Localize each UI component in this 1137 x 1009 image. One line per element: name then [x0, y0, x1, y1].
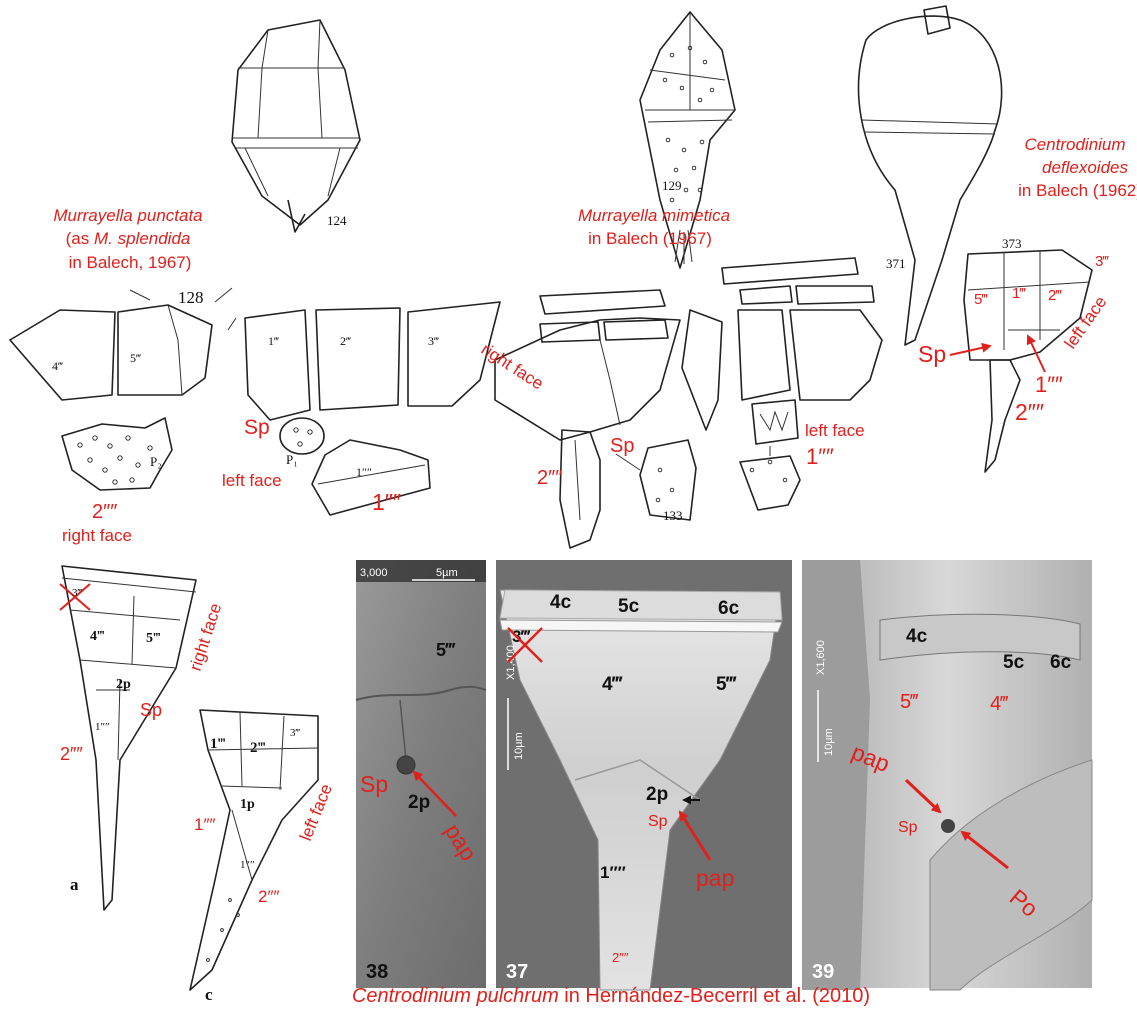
caption-centro-genus: Centrodinium [1024, 135, 1125, 154]
label-left-face-e: left face [296, 781, 336, 843]
sem-38-2p: 2p [408, 792, 430, 813]
sem-panel-37 [496, 560, 792, 990]
fig-371-label: 371 [886, 256, 906, 271]
label-sp-d: Sp [140, 700, 162, 720]
plate-3-label: 3‴ [428, 334, 439, 348]
plate-5-label: 5‴ [130, 351, 141, 365]
fig-133-label: 133 [663, 508, 683, 523]
sem-37-2p: 2p [646, 784, 668, 805]
sketch-c-2: 2‴ [250, 740, 266, 756]
label-left-face-a: left face [222, 471, 282, 490]
sketch-fig-a: a [70, 875, 79, 894]
sem-37-sp: Sp [648, 813, 668, 830]
caption-punctata-as-name: M. splendida [94, 229, 190, 248]
sketch-c-1p: 1p [240, 797, 255, 812]
plate-2-label: 2‴ [340, 334, 351, 348]
label-2pp-e: 2″″ [258, 887, 280, 906]
sem-panel-39 [802, 560, 1092, 990]
caption-punctata-ref: in Balech, 1967) [69, 253, 192, 272]
sem-39-4c: 4c [906, 626, 928, 647]
label-1-c: 1‴ [1012, 285, 1026, 302]
plate-p1-tag: P₁ [286, 452, 298, 467]
label-left-face-c: left face [1061, 293, 1111, 353]
sem-37-2pp: 2″″ [612, 950, 629, 965]
drawing-a-plates [60, 566, 196, 910]
sem-37-4: 4‴ [602, 674, 623, 695]
sem-39-5: 5‴ [900, 691, 919, 713]
label-right-face-d: right face [186, 601, 226, 673]
sem-39-mag: X1,600 [815, 640, 827, 675]
drawing-mimetica-plates [495, 258, 882, 548]
sem-39-number: 39 [812, 961, 834, 983]
caption-punctata-as: (as [66, 229, 90, 248]
caption-punctata-as-line: (as M. splendida [66, 229, 191, 248]
sem-37-scale: 10µm [513, 732, 525, 760]
sketch-a-4: 4‴ [90, 629, 105, 644]
sketch-a-2p: 2p [116, 677, 131, 692]
sketch-c-1: 1‴ [210, 736, 226, 752]
plate-4-label: 4‴ [52, 359, 63, 373]
label-2pp-b: 2″″ [537, 467, 562, 489]
plate-p2-tag: P₂ [150, 454, 162, 469]
drawing-373-plates [964, 250, 1092, 472]
label-sp-b: Sp [610, 435, 634, 457]
label-sp-a: Sp [244, 416, 270, 439]
sem-37-5c: 5c [618, 596, 640, 617]
sem-39-5c: 5c [1003, 652, 1025, 673]
sem-37-mag: X1,400 [505, 645, 517, 680]
sem-38-5: 5‴ [436, 640, 456, 660]
sketch-fig-c: c [205, 985, 213, 1004]
label-1pp-c: 1″″ [1035, 372, 1063, 397]
label-2pp-c: 2″″ [1015, 399, 1044, 425]
sem-39-sp: Sp [898, 819, 918, 836]
label-left-face-b: left face [805, 421, 865, 440]
fig-129-label: 129 [662, 178, 682, 193]
sketch-a-5: 5‴ [146, 631, 161, 646]
sem-38-scale: 5µm [436, 567, 458, 579]
label-2pp-a: 2″″ [92, 501, 117, 523]
drawing-124-cell [232, 20, 360, 232]
label-sp-c: Sp [918, 341, 946, 367]
sem-37-4c: 4c [550, 592, 572, 613]
sem-37-5: 5‴ [716, 674, 737, 695]
sem-38-number: 38 [366, 961, 388, 983]
caption-bottom-species: Centrodinium pulchrum [352, 985, 559, 1007]
fig-124-label: 124 [327, 213, 347, 228]
sketch-c-1pp: 1″″ [240, 859, 255, 871]
sem-39-4: 4‴ [990, 693, 1009, 715]
caption-bottom: Centrodinium pulchrum in Hernández-Becer… [352, 985, 870, 1007]
caption-centro-species: deflexoides [1042, 158, 1129, 177]
sem-38-sp: Sp [360, 771, 388, 797]
fig-128-label: 128 [178, 288, 204, 307]
caption-mimetica-ref: in Balech (1967) [588, 229, 712, 248]
label-1pp-a: 1″″ [372, 489, 401, 515]
sem-37-number: 37 [506, 961, 528, 983]
caption-punctata-species: Murrayella punctata [53, 206, 202, 225]
sem-39-6c: 6c [1050, 652, 1072, 673]
label-3-c: 3‴ [1095, 253, 1109, 270]
label-1pp-b: 1″″ [806, 444, 834, 469]
sem-37-pap: pap [696, 865, 734, 891]
label-right-face-b: right face [478, 339, 547, 393]
sketch-a-1pp: 1″″ [95, 721, 110, 733]
sem-37-6c: 6c [718, 598, 740, 619]
sem-39-scale: 10µm [823, 728, 835, 756]
sketch-c-3: 3‴ [290, 727, 301, 739]
sketch-a-3: 3‴ [72, 587, 83, 599]
fig-373-label: 373 [1002, 236, 1022, 251]
label-2pp-d: 2″″ [60, 744, 83, 764]
plate-1-label: 1‴ [268, 334, 279, 348]
caption-mimetica-species: Murrayella mimetica [578, 206, 730, 225]
caption-bottom-ref: in Hernández-Becerril et al. (2010) [559, 985, 870, 1007]
label-5-c: 5‴ [974, 291, 988, 308]
sem-38-mag: 3,000 [360, 567, 388, 579]
caption-centro-ref: in Balech (1962) [1018, 181, 1137, 200]
label-right-face-a: right face [62, 526, 132, 545]
label-1pp-e: 1″″ [194, 815, 216, 834]
plate-1pp-label: 1″″ [356, 465, 372, 479]
sem-37-1pp: 1″″ [600, 863, 626, 882]
label-2-c: 2‴ [1048, 287, 1062, 304]
